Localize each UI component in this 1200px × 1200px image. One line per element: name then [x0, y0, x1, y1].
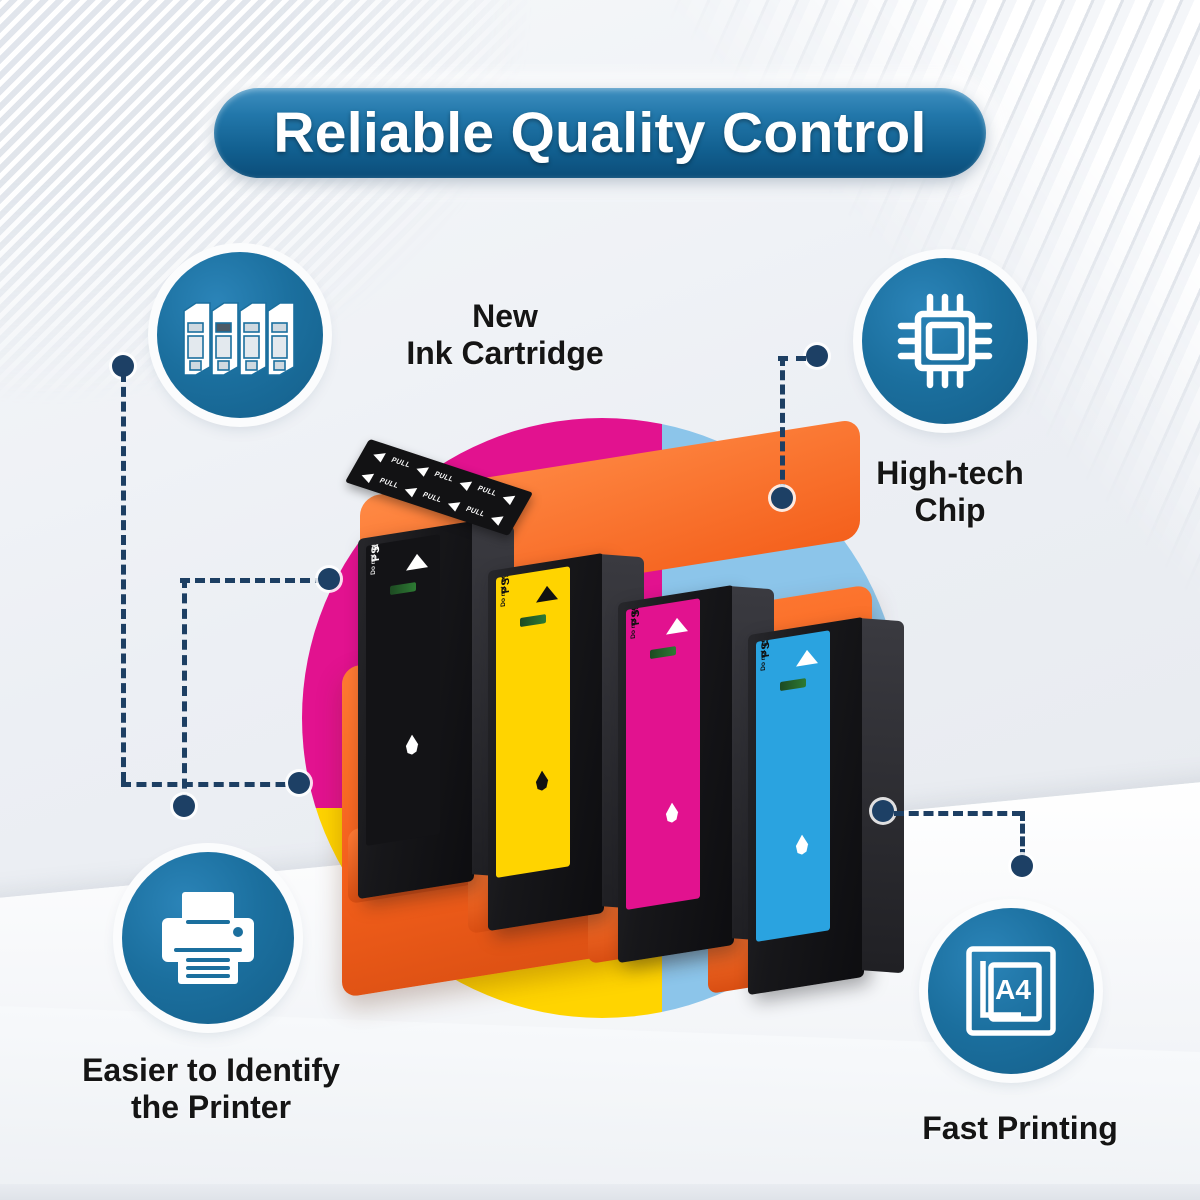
pull-arrow-icon: [358, 470, 375, 484]
feature-label-line1: New: [472, 298, 538, 334]
cartridge-magenta: Magenta Cartridge PS3430A Do not remove …: [618, 584, 774, 964]
connector-node: [872, 800, 894, 822]
cartridge-black: Black Cartridge PS3426A Do not remove th…: [344, 438, 534, 900]
a4-paper-icon: A4: [961, 941, 1061, 1041]
feature-label-line2: Ink Cartridge: [406, 335, 604, 372]
connector-line: [894, 811, 1022, 816]
connector-line: [1020, 811, 1025, 859]
ink-cartridges-icon: [182, 287, 298, 383]
cartridge-label-black: Black Cartridge PS3426A Do not remove th…: [366, 534, 440, 846]
pull-arrow-icon: [445, 498, 461, 512]
pull-arrow-icon: [456, 478, 473, 491]
connector-node: [806, 345, 828, 367]
arrow-up-icon: [666, 616, 688, 635]
arrow-up-icon: [406, 552, 428, 571]
feature-icon-high-tech-chip[interactable]: [862, 258, 1028, 424]
pull-arrow-icon: [413, 464, 430, 477]
feature-icon-easier-to-identify-the-printer[interactable]: [122, 852, 294, 1024]
feature-label-line1: Easier to Identify: [82, 1052, 340, 1088]
printer-icon: [154, 888, 262, 988]
pull-arrow-icon: [370, 449, 386, 463]
pull-arrow-icon: [500, 492, 516, 506]
feature-label-line2: the Printer: [130, 1089, 292, 1126]
connector-node: [112, 355, 134, 377]
feature-label-easier-to-identify-the-printer: Easier to Identify the Printer: [36, 1052, 386, 1126]
feature-label-fast-printing: Fast Printing: [880, 1110, 1160, 1147]
page-title: Reliable Quality Control: [273, 101, 927, 165]
feature-label-new-ink-cartridge: New Ink Cartridge: [355, 298, 655, 372]
cartridge-side: [862, 618, 904, 974]
pull-label: PULL: [421, 491, 444, 505]
pull-arrow-icon: [488, 513, 504, 526]
ink-drop-icon: [404, 733, 420, 756]
pull-label: PULL: [475, 485, 498, 498]
connector-line: [778, 356, 806, 361]
pull-label: PULL: [464, 505, 487, 519]
connector-line: [780, 356, 785, 494]
a4-icon-text: A4: [995, 974, 1031, 1005]
cartridge-label-yellow: Yellow Cartridge PS3429A Do not remove t…: [496, 566, 570, 878]
feature-label-line2: Chip: [914, 492, 986, 529]
connector-node: [288, 772, 310, 794]
pull-label: PULL: [377, 477, 400, 490]
arrow-up-icon: [536, 584, 558, 603]
cartridge-label-magenta: Magenta Cartridge PS3430A Do not remove …: [626, 598, 700, 910]
pull-arrow-icon: [402, 484, 418, 498]
ink-drop-icon: [664, 801, 680, 824]
cartridge-yellow: Yellow Cartridge PS3429A Do not remove t…: [488, 552, 644, 932]
feature-label-high-tech-chip: High-tech Chip: [810, 455, 1090, 529]
connector-line: [121, 782, 301, 787]
chip-contact-icon: [390, 582, 416, 596]
ink-drop-icon: [794, 833, 810, 856]
cartridge-label-cyan: Cyan Cartridge PS3433A Do not remove thi…: [756, 630, 830, 942]
chip-contact-icon: [650, 646, 676, 660]
feature-icon-new-ink-cartridge[interactable]: [157, 252, 323, 418]
pull-label: PULL: [389, 456, 412, 470]
feature-icon-fast-printing[interactable]: A4: [928, 908, 1094, 1074]
ink-drop-icon: [534, 769, 550, 792]
connector-line: [121, 372, 126, 782]
background-bottom-strip: [0, 1184, 1200, 1200]
title-banner: Reliable Quality Control: [204, 78, 996, 188]
connector-node: [318, 568, 340, 590]
arrow-up-icon: [796, 648, 818, 667]
connector-node: [771, 487, 793, 509]
feature-label-line1: High-tech: [876, 455, 1024, 491]
connector-line: [180, 578, 325, 583]
cpu-chip-icon: [893, 289, 997, 393]
chip-contact-icon: [520, 614, 546, 628]
connector-line: [182, 578, 187, 804]
connector-node: [173, 795, 195, 817]
connector-node: [1011, 855, 1033, 877]
title-pill: Reliable Quality Control: [214, 88, 986, 178]
chip-contact-icon: [780, 678, 806, 692]
cartridge-cyan: Cyan Cartridge PS3433A Do not remove thi…: [748, 616, 904, 996]
pull-label: PULL: [432, 470, 455, 484]
feature-label-line1: Fast Printing: [922, 1110, 1118, 1146]
